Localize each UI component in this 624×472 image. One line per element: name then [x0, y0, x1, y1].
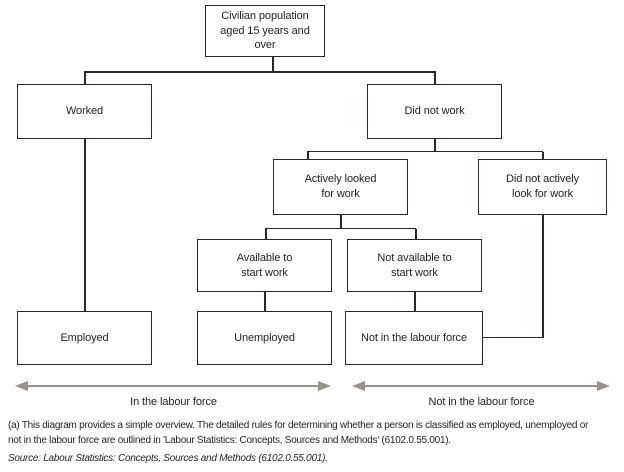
- connector-actively-looked-down: [340, 215, 342, 229]
- connector-level2-horizontal: [307, 150, 543, 152]
- connector-available-to-unemployed: [264, 292, 266, 311]
- node-not-in-labour-force: Not in the labour force: [345, 311, 483, 365]
- connector-did-not-actively-to-nilf: [483, 336, 543, 338]
- connector-did-not-actively-down: [542, 215, 544, 338]
- connector-to-actively-looked: [307, 152, 309, 160]
- source-note: Source: Labour Statistics: Concepts, Sou…: [8, 453, 328, 464]
- node-civilian-population: Civilian population aged 15 years and ov…: [205, 5, 325, 57]
- node-did-not-work: Did not work: [367, 84, 502, 139]
- in-labour-force-arrow: [27, 385, 319, 387]
- node-available-to-start: Available to start work: [197, 239, 332, 292]
- connector-to-did-not-work: [434, 72, 436, 84]
- node-employed: Employed: [17, 311, 152, 365]
- node-actively-looked: Actively looked for work: [273, 159, 408, 215]
- arrow-head-left-icon: [352, 380, 365, 391]
- connector-to-not-available: [415, 229, 417, 239]
- node-unemployed: Unemployed: [197, 311, 332, 365]
- arrow-head-right-icon: [597, 380, 610, 391]
- connector-worked-to-employed: [84, 139, 86, 311]
- arrow-head-left-icon: [15, 380, 28, 391]
- not-in-labour-force-arrow: [364, 385, 598, 387]
- node-did-not-actively: Did not actively look for work: [478, 159, 607, 215]
- connector-did-not-work-down: [434, 139, 436, 152]
- not-in-labour-force-range-label: Not in the labour force: [428, 396, 535, 408]
- footnote: (a) This diagram provides a simple overv…: [8, 420, 589, 446]
- node-not-available-to-start: Not available to start work: [347, 239, 482, 292]
- connector-to-did-not-actively: [542, 152, 544, 160]
- connector-level1-horizontal: [84, 71, 436, 73]
- connector-to-worked: [84, 72, 86, 84]
- arrow-head-right-icon: [318, 380, 331, 391]
- connector-civilian-down: [272, 57, 274, 72]
- node-worked: Worked: [17, 84, 152, 139]
- in-labour-force-range-label: In the labour force: [130, 396, 217, 408]
- connector-level3-horizontal: [265, 227, 416, 229]
- connector-not-available-to-nilf: [414, 292, 416, 311]
- connector-to-available: [265, 229, 267, 239]
